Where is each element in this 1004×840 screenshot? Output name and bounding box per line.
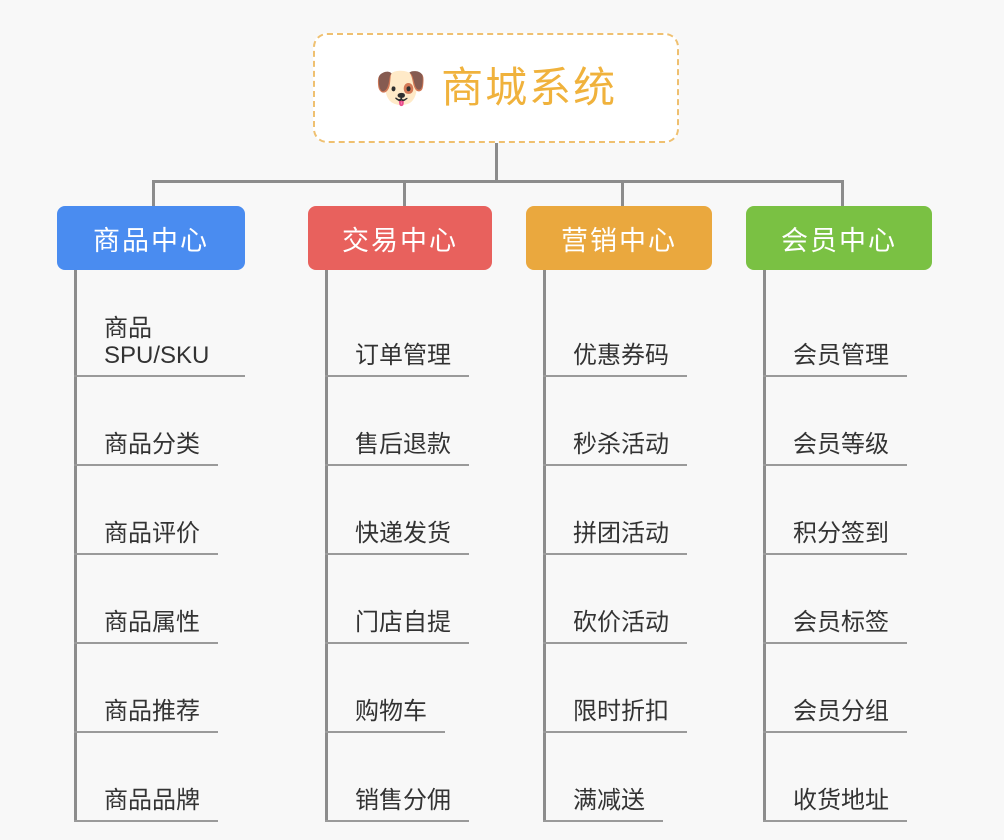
leaf-item[interactable]: 砍价活动 [526, 555, 712, 644]
branch-product-center: 商品中心商品 SPU/SKU 商品分类商品评价商品属性商品推荐商品品牌 [57, 206, 245, 822]
leaf-item-label: 积分签到 [763, 520, 907, 555]
leaf-item-label: 购物车 [325, 698, 445, 733]
leaf-item[interactable]: 商品评价 [57, 466, 245, 555]
leaf-item-label: 会员等级 [763, 431, 907, 466]
leaf-item[interactable]: 商品 SPU/SKU [57, 288, 245, 377]
leaf-item-label: 商品 SPU/SKU [74, 316, 245, 377]
leaf-item-label: 优惠券码 [543, 342, 687, 377]
leaf-list-member-center: 会员管理会员等级积分签到会员标签会员分组收货地址 [746, 270, 932, 822]
leaf-spine-trade-center [325, 270, 328, 820]
leaf-item-label: 订单管理 [325, 342, 469, 377]
leaf-item[interactable]: 快递发货 [308, 466, 492, 555]
leaf-item[interactable]: 订单管理 [308, 288, 492, 377]
branch-trade-center: 交易中心订单管理售后退款快递发货门店自提购物车销售分佣 [308, 206, 492, 822]
leaf-item[interactable]: 商品属性 [57, 555, 245, 644]
leaf-item[interactable]: 商品推荐 [57, 644, 245, 733]
branch-header-product-center[interactable]: 商品中心 [57, 206, 245, 270]
shiba-dog-icon: 🐶 [374, 64, 428, 111]
root-stem-line [495, 143, 498, 183]
leaf-item-label: 快递发货 [325, 520, 469, 555]
leaf-item[interactable]: 秒杀活动 [526, 377, 712, 466]
leaf-item[interactable]: 会员管理 [746, 288, 932, 377]
leaf-list-marketing-center: 优惠券码秒杀活动拼团活动砍价活动限时折扣满减送 [526, 270, 712, 822]
leaf-item[interactable]: 拼团活动 [526, 466, 712, 555]
leaf-item[interactable]: 积分签到 [746, 466, 932, 555]
branch-drop-line-3 [841, 180, 844, 206]
branch-header-member-center[interactable]: 会员中心 [746, 206, 932, 270]
branch-member-center: 会员中心会员管理会员等级积分签到会员标签会员分组收货地址 [746, 206, 932, 822]
leaf-item-label: 砍价活动 [543, 609, 687, 644]
leaf-list-product-center: 商品 SPU/SKU 商品分类商品评价商品属性商品推荐商品品牌 [57, 270, 245, 822]
horizontal-bus-line [152, 180, 844, 183]
root-title: 商城系统 [441, 64, 618, 111]
leaf-item-label: 会员管理 [763, 342, 907, 377]
leaf-item[interactable]: 优惠券码 [526, 288, 712, 377]
branch-header-marketing-center[interactable]: 营销中心 [526, 206, 712, 270]
leaf-item[interactable]: 商品分类 [57, 377, 245, 466]
branch-drop-line-1 [403, 180, 406, 206]
leaf-item-label: 门店自提 [325, 609, 469, 644]
leaf-item[interactable]: 限时折扣 [526, 644, 712, 733]
branch-drop-line-0 [152, 180, 155, 206]
leaf-spine-product-center [74, 270, 77, 820]
leaf-item-label: 商品属性 [74, 609, 218, 644]
branch-header-trade-center[interactable]: 交易中心 [308, 206, 492, 270]
branch-drop-line-2 [621, 180, 624, 206]
leaf-item-label: 商品品牌 [74, 787, 218, 822]
leaf-item-label: 售后退款 [325, 431, 469, 466]
leaf-item-label: 秒杀活动 [543, 431, 687, 466]
leaf-item-label: 商品评价 [74, 520, 218, 555]
leaf-item-label: 销售分佣 [325, 787, 469, 822]
leaf-item-label: 满减送 [543, 787, 663, 822]
leaf-item[interactable]: 售后退款 [308, 377, 492, 466]
leaf-item-label: 收货地址 [763, 787, 907, 822]
leaf-item[interactable]: 收货地址 [746, 733, 932, 822]
branch-marketing-center: 营销中心优惠券码秒杀活动拼团活动砍价活动限时折扣满减送 [526, 206, 712, 822]
leaf-item[interactable]: 会员标签 [746, 555, 932, 644]
leaf-item-label: 拼团活动 [543, 520, 687, 555]
leaf-item[interactable]: 门店自提 [308, 555, 492, 644]
leaf-item-label: 会员分组 [763, 698, 907, 733]
leaf-item[interactable]: 满减送 [526, 733, 712, 822]
leaf-spine-member-center [763, 270, 766, 820]
leaf-list-trade-center: 订单管理售后退款快递发货门店自提购物车销售分佣 [308, 270, 492, 822]
leaf-item[interactable]: 会员分组 [746, 644, 932, 733]
root-node[interactable]: 🐶 商城系统 [313, 33, 679, 143]
leaf-item[interactable]: 会员等级 [746, 377, 932, 466]
leaf-item-label: 会员标签 [763, 609, 907, 644]
leaf-item-label: 限时折扣 [543, 698, 687, 733]
leaf-item[interactable]: 销售分佣 [308, 733, 492, 822]
leaf-spine-marketing-center [543, 270, 546, 820]
leaf-item[interactable]: 购物车 [308, 644, 492, 733]
leaf-item[interactable]: 商品品牌 [57, 733, 245, 822]
leaf-item-label: 商品分类 [74, 431, 218, 466]
leaf-item-label: 商品推荐 [74, 698, 218, 733]
